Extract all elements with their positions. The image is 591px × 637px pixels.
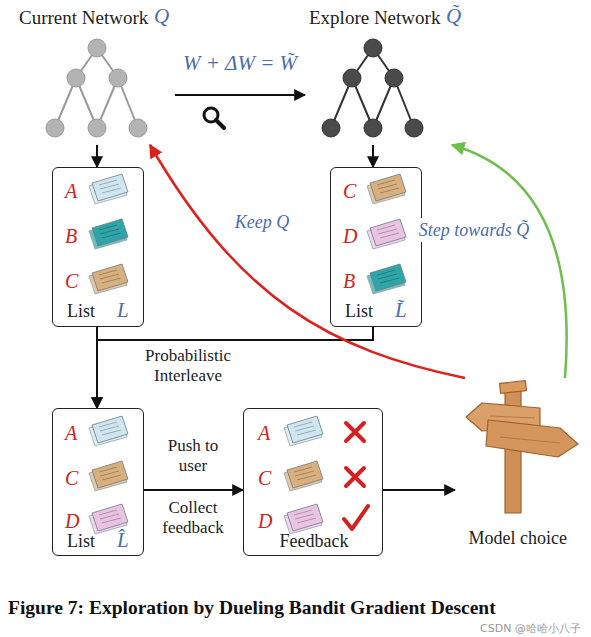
node-text: Current Network: [19, 7, 148, 29]
node-text: List: [67, 301, 95, 322]
node-text: Q: [154, 4, 169, 28]
node-text: Model choice: [469, 528, 567, 549]
edge-label: W + ΔW = W̃: [175, 50, 305, 76]
explore-network-tree: [322, 39, 423, 137]
current-network-tree: [46, 39, 147, 137]
node-text: L̃: [395, 298, 407, 322]
node-text: L̂: [117, 528, 129, 552]
node-text: Q̃: [446, 4, 461, 28]
connector-arrow: [150, 145, 465, 378]
node-text: D: [65, 510, 79, 533]
edge-label: Keep Q: [226, 210, 298, 234]
magnifier-icon: [204, 108, 224, 128]
node-text: List: [345, 301, 373, 322]
signpost-icon: [466, 381, 578, 513]
connector-arrow: [383, 489, 455, 491]
connector-arrow: [372, 145, 374, 167]
node-text: A: [258, 422, 270, 445]
connector-arrow: [175, 94, 305, 96]
list-box: ACDList L̂: [52, 408, 144, 556]
node-text: C: [258, 467, 271, 490]
feedback-box: ACD Feedback: [243, 408, 383, 556]
node-text: C: [65, 467, 78, 490]
node-text: C: [343, 180, 356, 203]
network-block: Current Network Q: [15, 3, 175, 145]
node-text: List: [67, 531, 95, 552]
node-text: A: [65, 180, 77, 203]
list-box: ABC List L: [52, 167, 144, 327]
figure-caption: Figure 7: Exploration by Dueling Bandit …: [8, 597, 496, 619]
connector-arrow: [96, 145, 98, 167]
edge-label: Probabilistic Interleave: [130, 346, 246, 386]
node-text: B: [65, 225, 77, 248]
node-text: D: [343, 225, 357, 248]
document-icons: [89, 174, 406, 534]
connector-arrow: [97, 327, 373, 408]
node-text: B: [343, 270, 355, 293]
node-text: A: [65, 422, 77, 445]
node-text: Feedback: [280, 531, 349, 552]
connector-arrow: [144, 489, 243, 491]
model-choice: Model choice: [455, 378, 580, 556]
feedback-marks: [344, 423, 368, 529]
node-text: Explore Network: [309, 7, 440, 29]
edge-note: Collect feedback: [157, 498, 229, 538]
network-block: Explore Network Q̃: [305, 3, 466, 145]
edge-label: Push to user: [158, 436, 228, 476]
node-text: C: [65, 270, 78, 293]
node-text: L: [117, 298, 129, 322]
node-text: D: [258, 510, 272, 533]
watermark: CSDN @哈哈小八子: [480, 621, 581, 636]
connector-arrow: [452, 145, 567, 378]
list-box: CDB List L̃: [330, 167, 422, 327]
edge-label: Step towards Q̃: [418, 218, 530, 242]
